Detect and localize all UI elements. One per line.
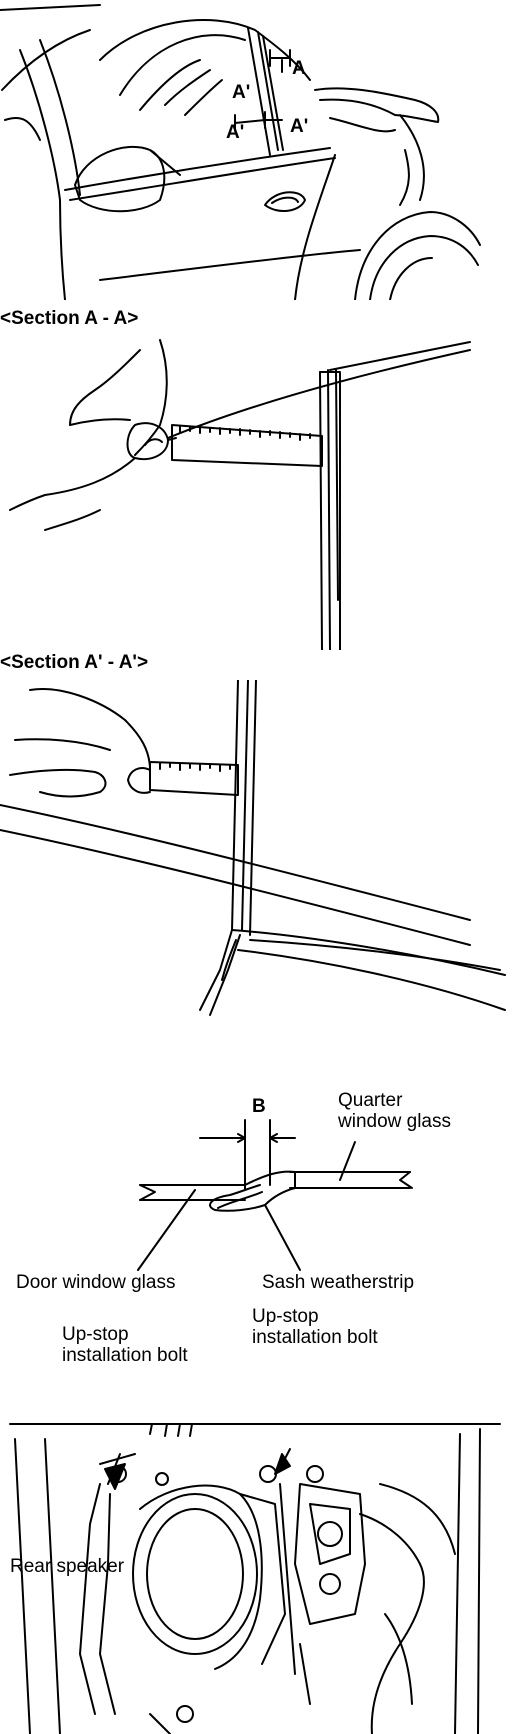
door-panel [59, 199, 66, 300]
section-a-a-illustration [9, 339, 471, 650]
side-mirror [74, 145, 166, 213]
car-side-illustration [0, 4, 481, 300]
ruler [149, 761, 239, 796]
up-stop-bolt-label-left: Up-stop installation bolt [62, 1324, 188, 1366]
rear-speaker [132, 1493, 258, 1655]
window-regulator [294, 1483, 366, 1625]
dimension-b-arrow [199, 1133, 296, 1143]
door-sash-pillar [247, 27, 271, 156]
leader-sash [264, 1204, 301, 1271]
rear-wheel [369, 235, 479, 300]
dimension-b-label: B [252, 1096, 266, 1117]
sash-weatherstrip [209, 1170, 296, 1212]
ruler [171, 424, 323, 467]
rear-glass [119, 34, 246, 96]
callout-a-prime-top: A' [232, 82, 251, 103]
callout-a-prime-left: A' [226, 122, 245, 143]
section-a2-a2-heading: <Section A' - A'> [0, 652, 149, 673]
leader-quarter-glass [339, 1141, 356, 1181]
section-a2-a2-illustration [0, 680, 506, 1016]
door-window-glass [139, 1184, 246, 1201]
door-interior-illustration [9, 1423, 501, 1734]
door-handle [264, 191, 306, 212]
detail-b-illustration [137, 1119, 413, 1271]
sash-weatherstrip-label: Sash weatherstrip [262, 1272, 415, 1293]
up-stop-bolt-label-right: Up-stop installation bolt [252, 1306, 378, 1348]
section-mark-a [269, 49, 291, 67]
roof-line [99, 19, 311, 81]
pillar [231, 680, 239, 931]
leader-door-glass [137, 1189, 196, 1271]
beltline [64, 147, 331, 191]
door-window-glass-label: Door window glass [16, 1272, 176, 1293]
a-pillar [19, 49, 61, 201]
section-a-a-heading: <Section A - A> [0, 308, 139, 329]
windshield-frame [1, 29, 91, 91]
quarter-window-glass-label: Quarter window glass [338, 1090, 451, 1132]
wiring-harness [359, 1513, 425, 1734]
quarter-window-glass [289, 1171, 411, 1189]
rear-spoiler [314, 87, 440, 123]
hand [134, 339, 168, 456]
callout-a-prime-right: A' [290, 116, 309, 137]
rear-wheel-arch [354, 211, 481, 300]
pillar [319, 371, 341, 650]
callout-a: A [292, 58, 306, 79]
hand [29, 688, 151, 771]
quarter-glass-edge [167, 349, 471, 439]
rear-speaker-label: Rear speaker [10, 1556, 125, 1577]
door-beltline [0, 804, 471, 921]
